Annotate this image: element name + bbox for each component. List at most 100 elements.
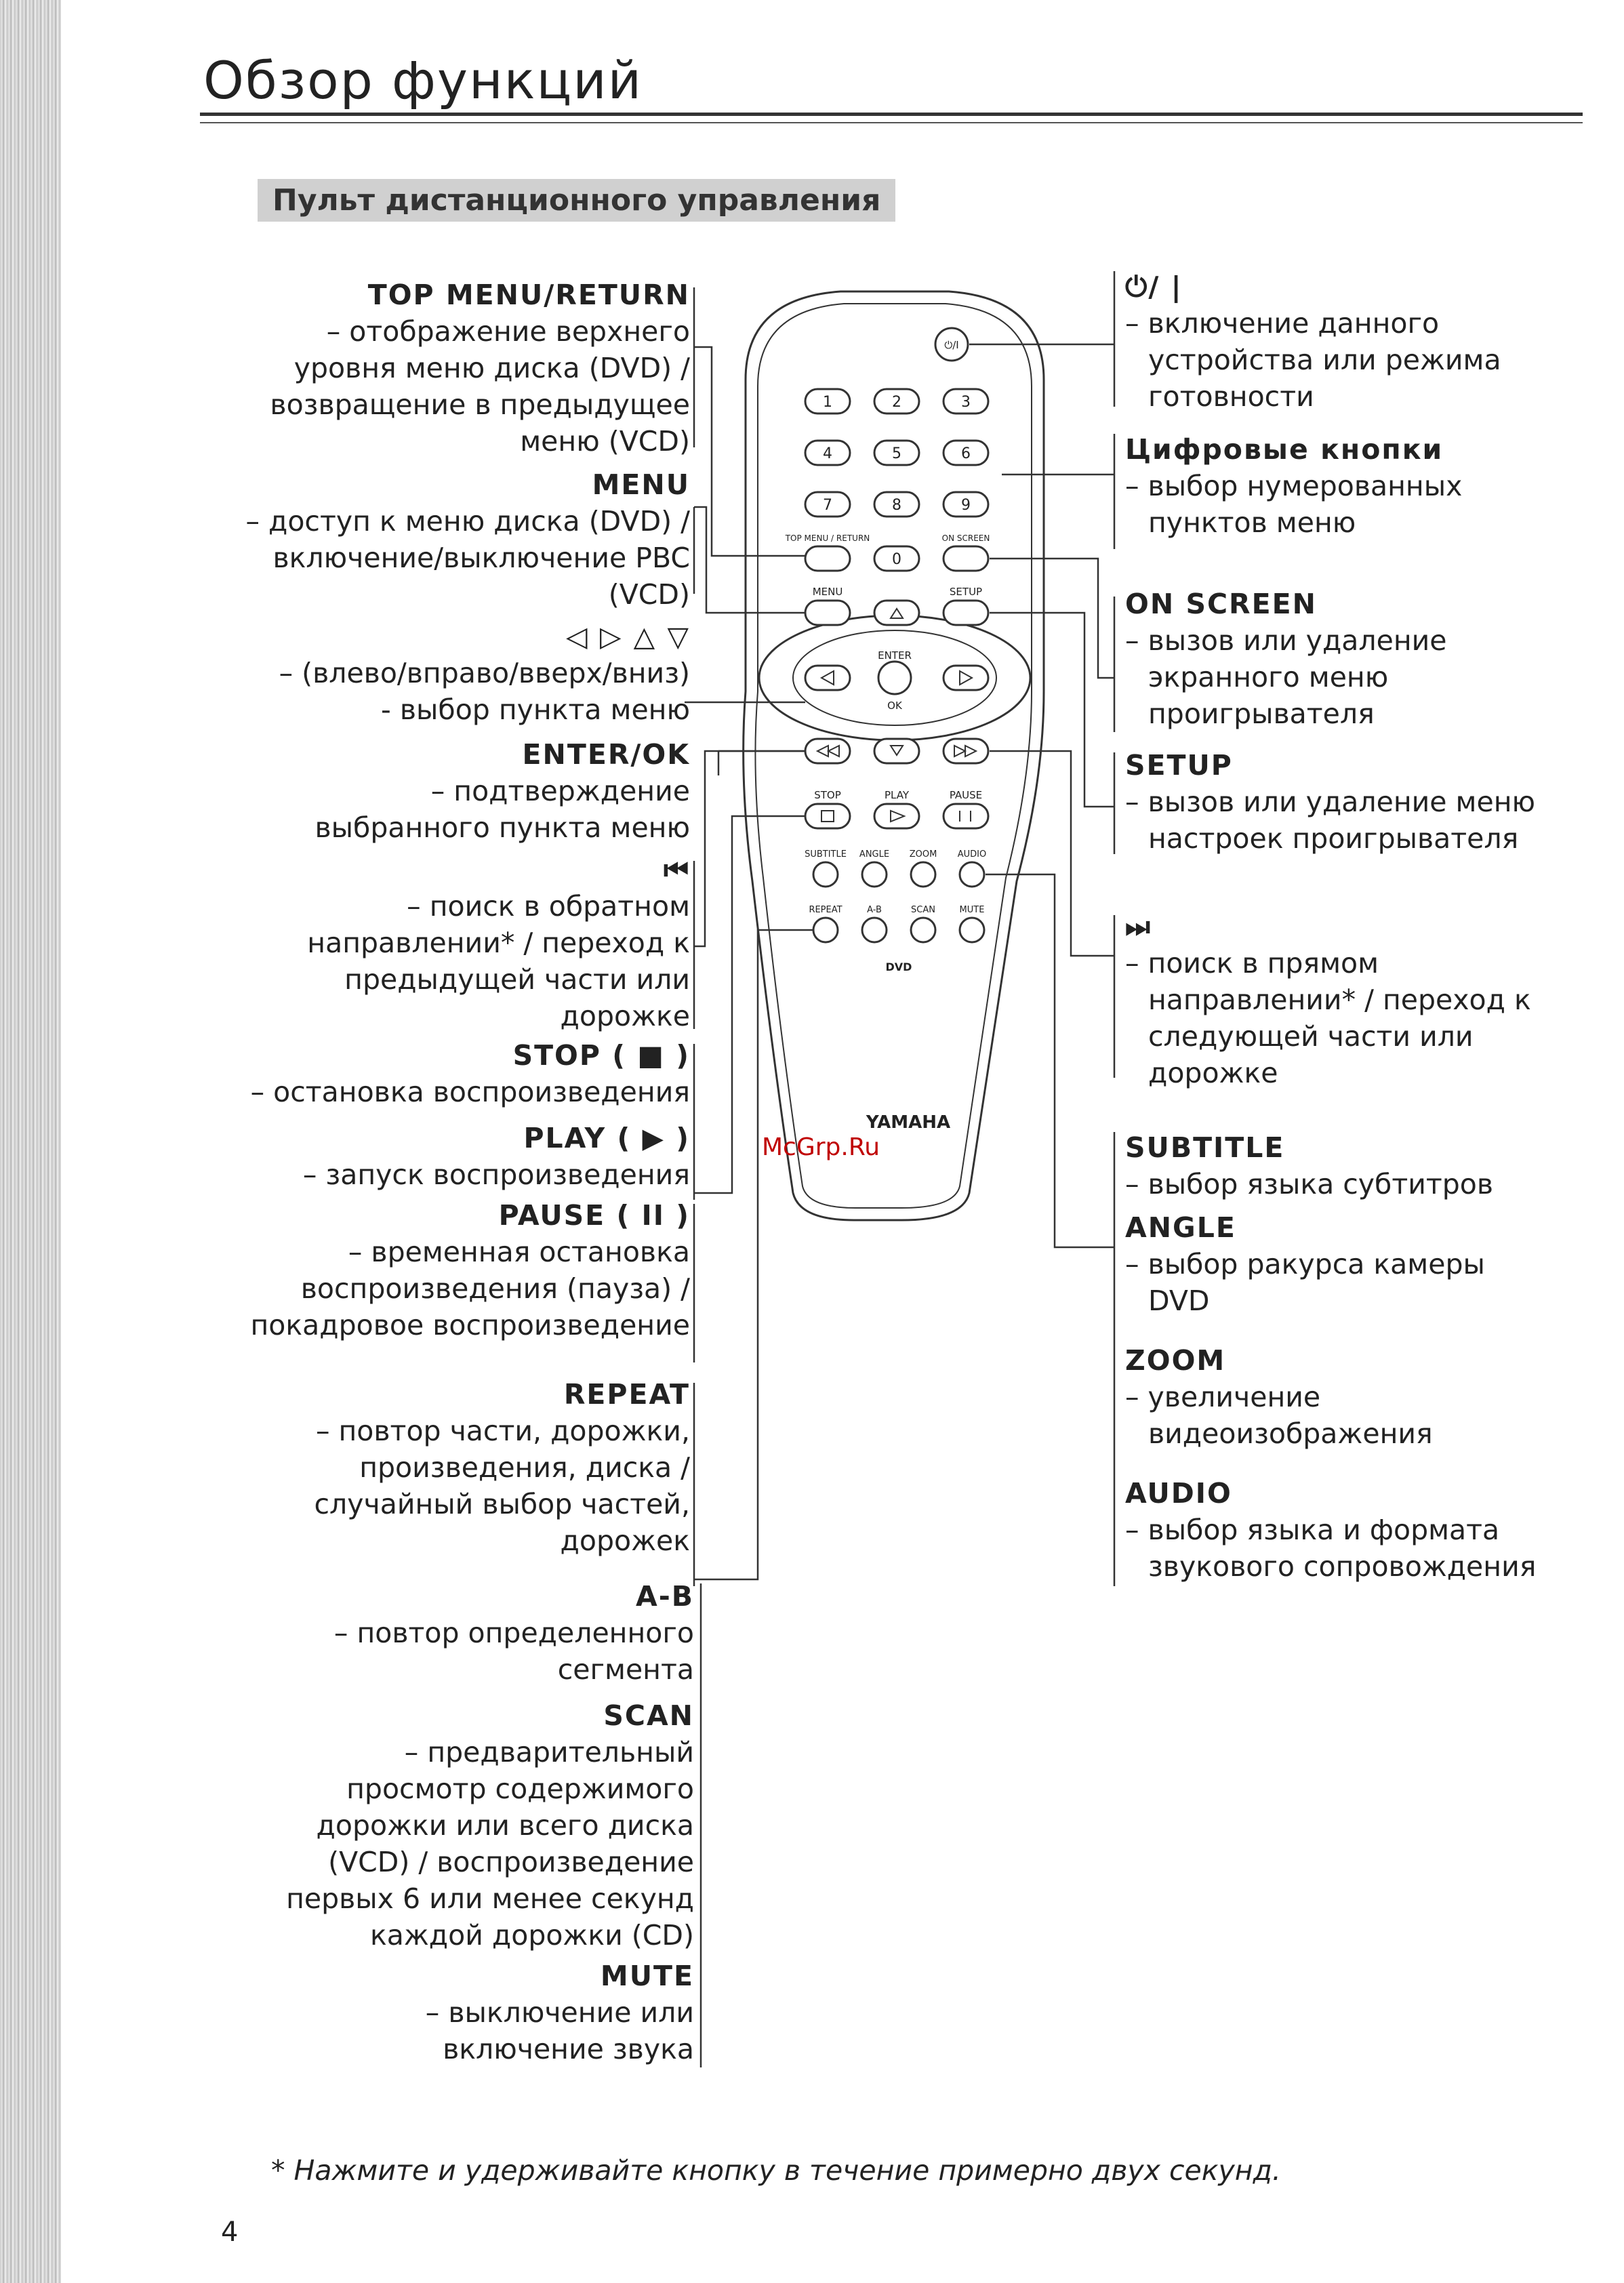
power-button[interactable] <box>934 327 969 362</box>
footnote: * Нажмите и удерживайте кнопку в течение… <box>271 2154 1281 2187</box>
audio-button[interactable] <box>958 861 986 888</box>
digit-button-7[interactable] <box>804 491 851 518</box>
play-icon <box>890 809 906 823</box>
label-power: ⏻/ | – включение данного устройства или … <box>1125 270 1501 413</box>
left-arrow-button[interactable] <box>804 664 851 691</box>
on-screen-button[interactable] <box>942 545 990 572</box>
section-heading: Пульт дистанционного управления <box>258 179 896 222</box>
repeat-button[interactable] <box>812 916 839 944</box>
up-arrow-button[interactable] <box>873 599 920 626</box>
play-button[interactable] <box>873 803 920 830</box>
digit-label-1: 1 <box>823 394 832 411</box>
skip-back-icon <box>815 744 840 758</box>
label-menu: MENU – доступ к меню диска (DVD) / включ… <box>245 468 690 611</box>
label-audio: AUDIO – выбор языка и формата звукового … <box>1125 1477 1537 1583</box>
label-play: PLAY ( ▶ ) – запуск воспроизведения <box>302 1122 690 1191</box>
zoom-button[interactable] <box>910 861 937 888</box>
label-digit-buttons: Цифровые кнопки – выбор нумерованных пун… <box>1125 433 1463 539</box>
right-arrow-button[interactable] <box>942 664 990 691</box>
audio-text: AUDIO <box>958 849 987 860</box>
remote-body <box>742 290 1045 1221</box>
digit-button-8[interactable] <box>873 491 920 518</box>
angle-button[interactable] <box>861 861 888 888</box>
mute-button[interactable] <box>958 916 986 944</box>
digit-button-5[interactable] <box>873 439 920 466</box>
digit-button-1[interactable] <box>804 388 851 415</box>
digit-label-0: 0 <box>892 551 901 568</box>
digit-button-6[interactable] <box>942 439 990 466</box>
a-b-button[interactable] <box>861 916 888 944</box>
a-b-text: A-B <box>867 905 882 915</box>
pause-text: PAUSE <box>950 789 982 801</box>
right-arrow-icon <box>959 670 974 686</box>
label-skip-forward: ⏭ – поиск в прямом направлении* / перехо… <box>1125 910 1531 1089</box>
mute-text: MUTE <box>960 905 985 915</box>
label-arrow-keys: ◁ ▷ △ ▽ – (влево/вправо/вверх/вниз) - вы… <box>279 620 690 726</box>
stop-icon <box>821 810 834 822</box>
digit-label-2: 2 <box>892 394 901 411</box>
label-pause: PAUSE ( II ) – временная остановка воспр… <box>250 1199 690 1341</box>
page-number: 4 <box>221 2217 239 2248</box>
digit-button-4[interactable] <box>804 439 851 466</box>
scan-text: SCAN <box>911 905 935 915</box>
leader-skip-back <box>693 750 805 1029</box>
ok-text: OK <box>887 700 903 712</box>
stop-button[interactable] <box>804 803 851 830</box>
pause-icon <box>959 811 971 822</box>
top-menu-return-button[interactable] <box>804 545 851 572</box>
leader-stop-play <box>693 815 805 1200</box>
digit-button-2[interactable] <box>873 388 920 415</box>
digit-label-9: 9 <box>961 497 971 514</box>
up-arrow-icon <box>889 607 904 619</box>
digit-button-3[interactable] <box>942 388 990 415</box>
leader-repeat <box>693 929 813 1586</box>
label-stop: STOP ( ■ ) – остановка воспроизведения <box>250 1039 690 1108</box>
scan-edge <box>0 0 61 2283</box>
leader-on-screen <box>990 557 1116 732</box>
skip-forward-icon <box>954 744 978 758</box>
title-rule-thin <box>200 122 1583 123</box>
label-mute: MUTE – выключение или включение звука <box>425 1960 694 2065</box>
leader-power <box>969 271 1116 407</box>
label-subtitle: SUBTITLE – выбор языка субтитров <box>1125 1131 1494 1200</box>
brand-logo: YAMAHA <box>866 1112 950 1133</box>
digit-label-5: 5 <box>892 445 901 462</box>
setup-button[interactable] <box>942 599 990 626</box>
digit-label-7: 7 <box>823 497 832 514</box>
enter-text: ENTER <box>878 649 912 662</box>
enter-ok-button[interactable] <box>877 660 912 695</box>
label-skip-back: ⏮ – поиск в обратном направлении* / пере… <box>307 853 690 1032</box>
page-title: Обзор функций <box>203 50 643 110</box>
digit-label-8: 8 <box>892 497 901 514</box>
leader-menu <box>693 506 805 614</box>
digit-label-6: 6 <box>961 445 971 462</box>
digit-button-0[interactable] <box>873 545 920 572</box>
label-on-screen: ON SCREEN – вызов или удаление экранного… <box>1125 588 1447 730</box>
down-arrow-button[interactable] <box>873 738 920 765</box>
leader-top-menu <box>693 287 805 557</box>
subtitle-button[interactable] <box>812 861 839 888</box>
digit-button-9[interactable] <box>942 491 990 518</box>
zoom-text: ZOOM <box>910 849 937 860</box>
play-text: PLAY <box>885 789 910 801</box>
setup-text: SETUP <box>950 586 982 598</box>
dvd-text: DVD <box>886 961 912 973</box>
label-top-menu-return: TOP MENU/RETURN – отображение верхнего у… <box>270 279 690 458</box>
subtitle-text: SUBTITLE <box>805 849 847 860</box>
repeat-text: REPEAT <box>809 905 842 915</box>
watermark: McGrp.Ru <box>762 1133 880 1161</box>
scan-button[interactable] <box>910 916 937 944</box>
leader-setup <box>990 611 1116 854</box>
angle-text: ANGLE <box>859 849 889 860</box>
pause-button[interactable] <box>942 803 990 830</box>
nav-inner-ring <box>792 630 997 726</box>
menu-button[interactable] <box>804 599 851 626</box>
title-rule <box>200 113 1583 116</box>
leader-skip-fwd <box>990 750 1116 1078</box>
left-arrow-icon <box>819 670 834 686</box>
leader-digits <box>1002 434 1116 549</box>
on-screen-text: ON SCREEN <box>942 533 990 543</box>
label-enter-ok: ENTER/OK – подтверждение выбранного пунк… <box>314 738 690 844</box>
menu-text: MENU <box>813 586 843 598</box>
